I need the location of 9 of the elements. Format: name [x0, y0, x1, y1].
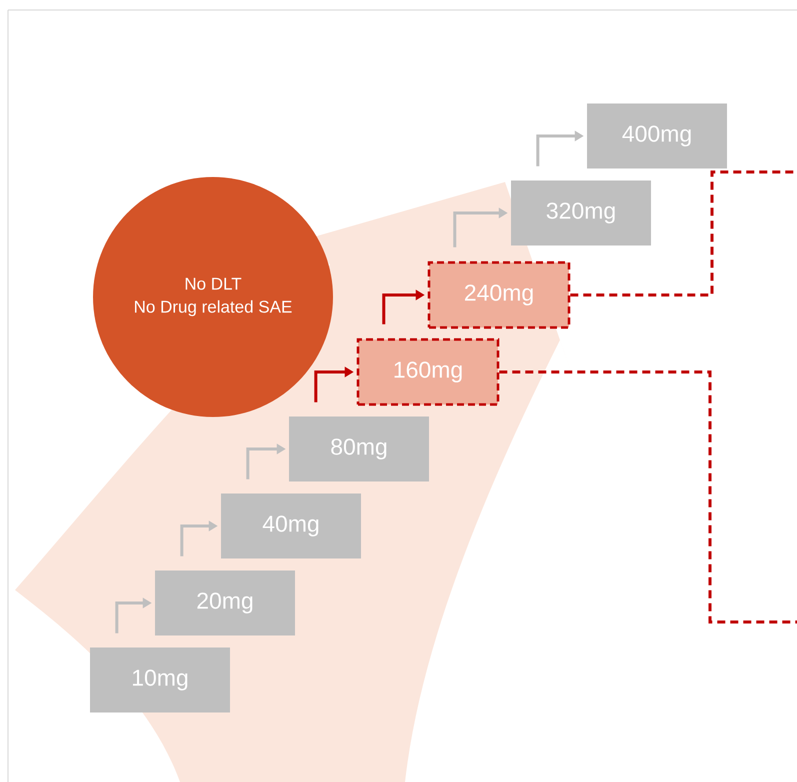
dose-box: 320mg: [511, 180, 651, 246]
dose-box: 80mg: [289, 416, 429, 482]
dose-box-highlighted: 240mg: [428, 261, 570, 329]
dose-box: 20mg: [155, 570, 295, 636]
dose-box: 10mg: [90, 648, 230, 712]
dose-box-highlighted: 160mg: [356, 338, 500, 406]
dose-box: 40mg: [221, 494, 361, 558]
dashed-connector: [499, 370, 797, 624]
dose-box: 400mg: [587, 104, 727, 168]
